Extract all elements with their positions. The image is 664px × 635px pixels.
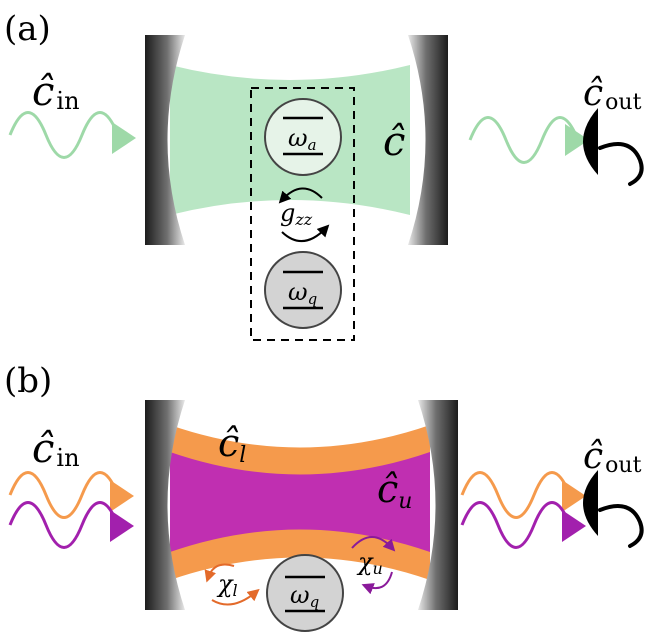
gzz-label: gzz: [280, 199, 313, 229]
panel-b: (b) ĉin ĉout ĉl ĉu: [4, 361, 644, 632]
omega-a-label: ωa: [288, 124, 317, 154]
qubit-circle-a: ωq: [264, 251, 342, 329]
input-wave-a: [8, 111, 136, 159]
right-mirror-b: [418, 400, 458, 610]
left-mirror-b: [145, 400, 185, 610]
omega-q-label-b: ωq: [290, 581, 319, 611]
panel-a: (a) ĉin ĉout ĉ ω: [4, 9, 644, 341]
output-waves-b: [460, 471, 586, 549]
cavity-label-a: ĉ: [383, 119, 405, 165]
qubit-circle-b: ωq: [266, 554, 344, 632]
panel-b-label: (b): [4, 361, 52, 401]
input-label-a: ĉin: [32, 69, 80, 115]
upper-mode-label: ĉu: [377, 467, 412, 514]
output-label-a: ĉout: [583, 73, 642, 115]
chi-l-arrows: [204, 563, 260, 606]
mode-a-circle: ωa: [264, 98, 342, 176]
chi-l-label: χl: [216, 570, 238, 600]
detector-b: [583, 470, 644, 548]
input-waves-b: [8, 471, 134, 549]
lower-mode-label: ĉl: [218, 421, 246, 468]
right-mirror-a: [408, 35, 448, 245]
gzz-coupling-arrows: [278, 187, 330, 242]
output-label-b: ĉout: [583, 436, 642, 478]
dashed-subsystem-box: [250, 87, 355, 341]
left-mirror-a: [145, 35, 185, 245]
detector-a: [583, 108, 644, 186]
panel-a-label: (a): [4, 9, 51, 49]
omega-q-label-a: ωq: [288, 278, 317, 308]
chi-u-label: χu: [356, 548, 383, 578]
input-label-b: ĉin: [32, 426, 80, 472]
upper-mode-band: [170, 452, 430, 552]
chi-u-arrows: [351, 536, 396, 595]
output-wave-a: [468, 116, 589, 164]
